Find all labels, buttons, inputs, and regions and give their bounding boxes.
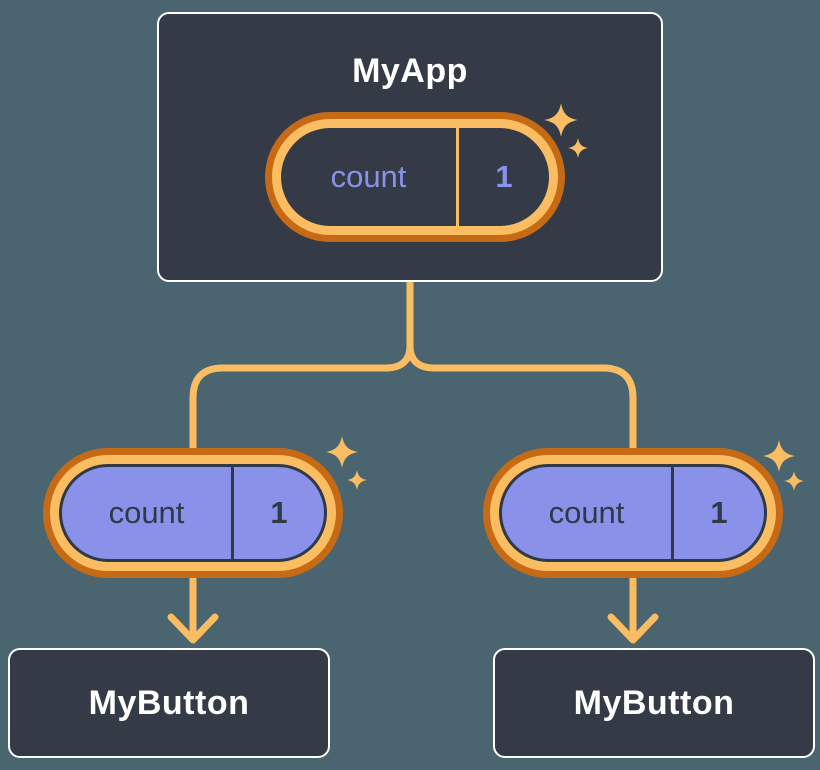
state-name-label: count [548, 495, 625, 530]
pill-divider [671, 467, 674, 559]
sparkle-icon [784, 471, 804, 491]
state-name-label: count [108, 495, 185, 530]
state-pill-left-ring: count 1 [50, 455, 336, 571]
node-mybutton-right-label: MyButton [573, 683, 735, 722]
tree-connector-lines [189, 276, 637, 456]
sparkle-icon [326, 436, 358, 468]
node-mybutton-left: MyButton [8, 648, 330, 758]
pill-divider [456, 128, 459, 226]
sparkle-icon [347, 470, 367, 490]
state-pill-root: count 1 [265, 112, 565, 242]
node-myapp-label: MyApp [352, 52, 468, 90]
state-pill-root-ring: count 1 [272, 119, 558, 235]
state-value-label: 1 [270, 495, 288, 530]
node-mybutton-left-label: MyButton [88, 683, 250, 722]
pill-divider [231, 467, 234, 559]
arrow-down-left-icon [167, 572, 219, 644]
sparkle-icon [763, 440, 795, 472]
state-value-label: 1 [710, 495, 728, 530]
state-value-label: 1 [495, 159, 513, 194]
state-pill-right: count 1 [483, 448, 783, 578]
node-mybutton-right: MyButton [493, 648, 815, 758]
arrow-down-right-icon [607, 572, 659, 644]
state-pill-left: count 1 [43, 448, 343, 578]
state-pill-right-ring: count 1 [490, 455, 776, 571]
state-name-label: count [330, 159, 407, 194]
